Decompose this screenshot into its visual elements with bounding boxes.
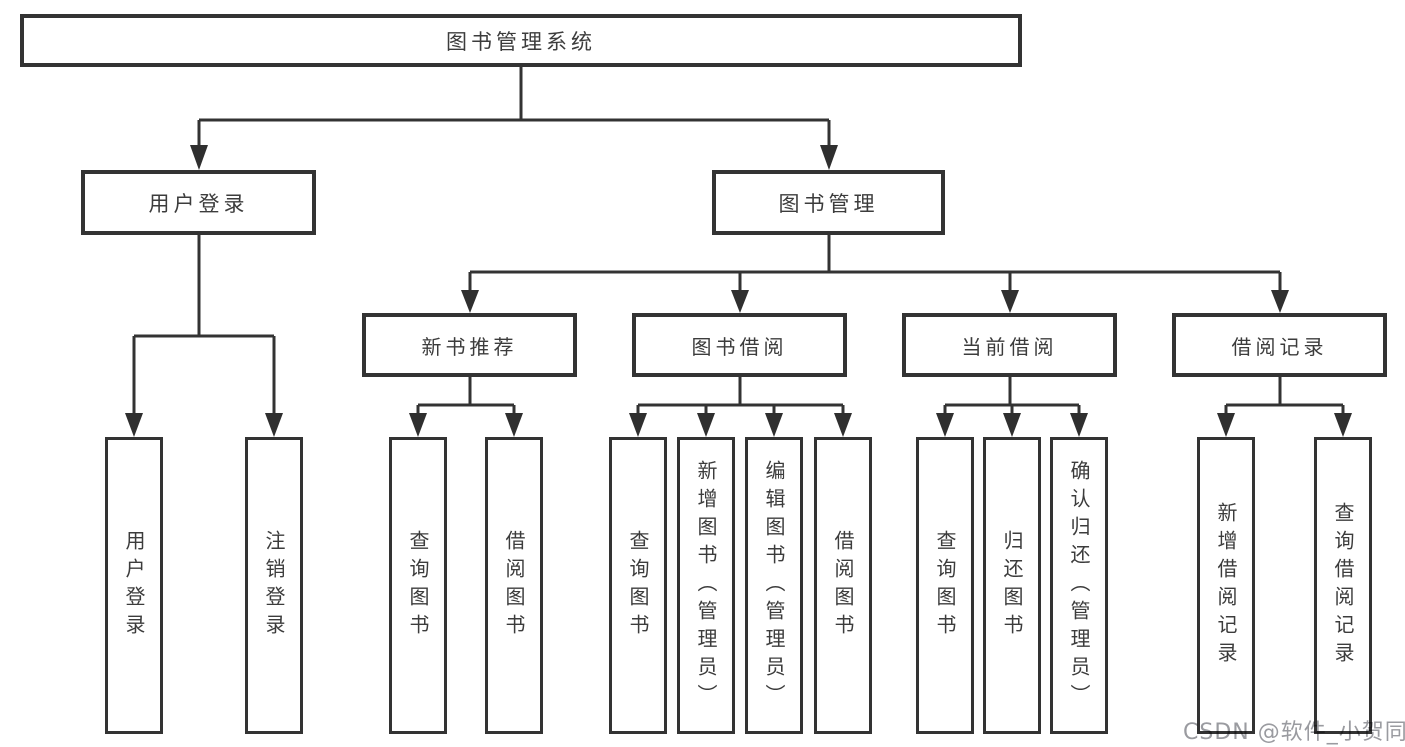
arrow-icon (1001, 290, 1019, 313)
node-current-borrowing: 当前借阅 (902, 313, 1117, 377)
leaf-add-books-admin: 新增图书（管理员） (677, 437, 735, 734)
arrow-icon (1070, 413, 1088, 437)
arrow-icon (1271, 290, 1289, 313)
leaf-query-borrow-record: 查询借阅记录 (1314, 437, 1372, 734)
node-book-management: 图书管理 (712, 170, 945, 235)
leaf-borrow-books-recommend: 借阅图书 (485, 437, 543, 734)
leaf-confirm-return-admin: 确认归还（管理员） (1050, 437, 1108, 734)
arrow-icon (409, 413, 427, 437)
leaf-return-books: 归还图书 (983, 437, 1041, 734)
arrow-icon (265, 413, 283, 437)
leaf-add-books-admin-label: 新增图书（管理员） (694, 459, 718, 712)
leaf-borrow-books-label: 借阅图书 (831, 529, 855, 642)
arrow-icon (190, 145, 208, 170)
node-new-book-recommend: 新书推荐 (362, 313, 577, 377)
arrow-icon (697, 413, 715, 437)
arrow-icon (765, 413, 783, 437)
node-user-login: 用户登录 (81, 170, 316, 235)
leaf-add-borrow-record-label: 新增借阅记录 (1214, 501, 1238, 670)
leaf-query-books-borrowing-label: 查询图书 (626, 529, 650, 642)
leaf-edit-books-admin-label: 编辑图书（管理员） (762, 459, 786, 712)
leaf-query-borrow-record-label: 查询借阅记录 (1331, 501, 1355, 670)
leaf-edit-books-admin: 编辑图书（管理员） (745, 437, 803, 734)
leaf-query-books-current-label: 查询图书 (933, 529, 957, 642)
leaf-query-books-recommend-label: 查询图书 (406, 529, 430, 642)
leaf-query-books-borrowing: 查询图书 (609, 437, 667, 734)
node-book-borrowing: 图书借阅 (632, 313, 847, 377)
leaf-logout: 注销登录 (245, 437, 303, 734)
leaf-add-borrow-record: 新增借阅记录 (1197, 437, 1255, 734)
leaf-user-login-label: 用户登录 (122, 529, 146, 642)
node-library-management-system: 图书管理系统 (20, 14, 1022, 67)
arrow-icon (834, 413, 852, 437)
leaf-borrow-books: 借阅图书 (814, 437, 872, 734)
arrow-icon (1334, 413, 1352, 437)
arrow-icon (125, 413, 143, 437)
arrow-icon (505, 413, 523, 437)
leaf-query-books-recommend: 查询图书 (389, 437, 447, 734)
arrow-icon (461, 290, 479, 313)
leaf-query-books-current: 查询图书 (916, 437, 974, 734)
arrow-icon (820, 145, 838, 170)
leaf-return-books-label: 归还图书 (1000, 529, 1024, 642)
leaf-borrow-books-recommend-label: 借阅图书 (502, 529, 526, 642)
csdn-watermark: CSDN @软件_小贺同学 (1183, 720, 1405, 745)
node-borrowing-records: 借阅记录 (1172, 313, 1387, 377)
arrow-icon (629, 413, 647, 437)
arrow-icon (1003, 413, 1021, 437)
leaf-user-login: 用户登录 (105, 437, 163, 734)
arrow-icon (1217, 413, 1235, 437)
leaf-logout-label: 注销登录 (262, 529, 286, 642)
arrow-icon (936, 413, 954, 437)
leaf-confirm-return-admin-label: 确认归还（管理员） (1067, 459, 1091, 712)
arrow-icon (731, 290, 749, 313)
